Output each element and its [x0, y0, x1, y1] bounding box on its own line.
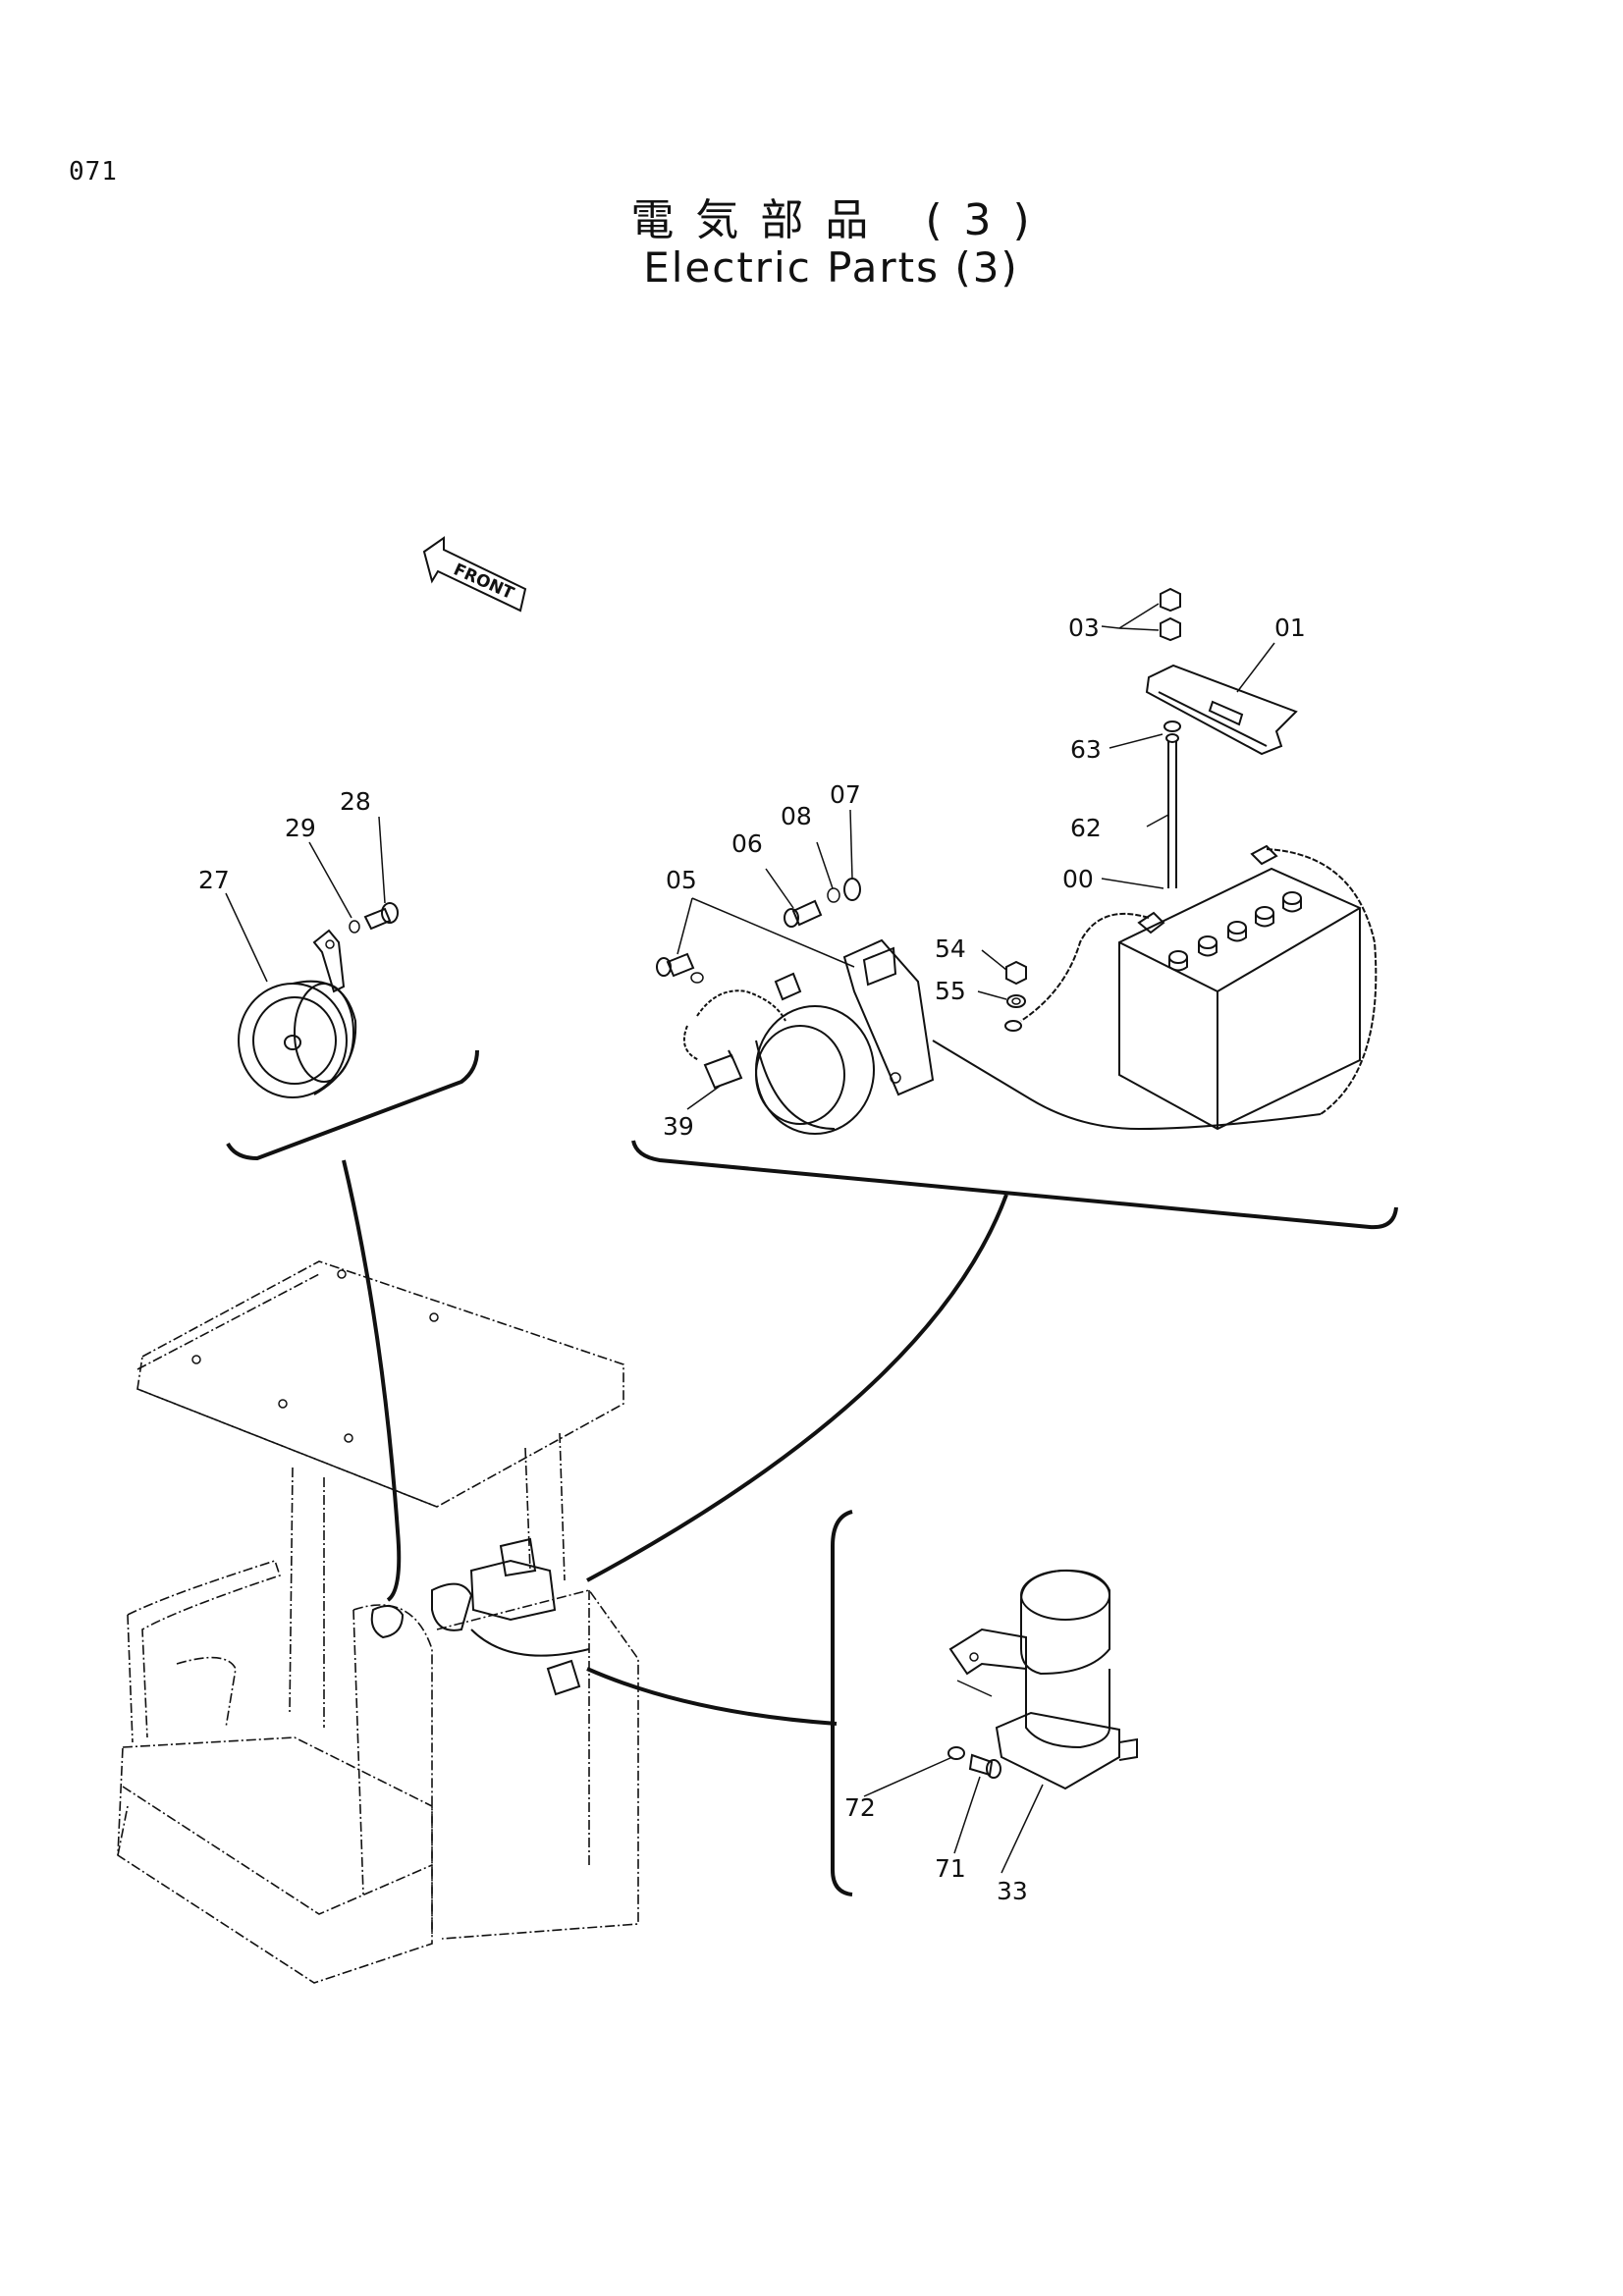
title-japanese: 電気部品 (3) [630, 195, 1052, 245]
callout-28: 28 [340, 787, 371, 816]
callout-labels: 03 01 63 62 00 54 55 07 08 06 05 39 28 2… [198, 614, 1306, 1905]
callout-03: 03 [1068, 614, 1100, 642]
callout-05: 05 [666, 866, 697, 894]
callout-54: 54 [935, 934, 966, 963]
callout-29: 29 [285, 814, 316, 842]
callout-72: 72 [844, 1793, 876, 1822]
front-label: FRONT [451, 560, 517, 604]
battery-caps [1168, 891, 1302, 972]
callout-27: 27 [198, 866, 230, 894]
horn-assembly [225, 816, 479, 1161]
horn-detail-leader [342, 1159, 402, 1602]
callout-06: 06 [731, 829, 763, 858]
callout-01: 01 [1274, 614, 1306, 642]
callout-39: 39 [663, 1112, 694, 1141]
callout-55: 55 [935, 977, 966, 1005]
callout-33: 33 [997, 1877, 1028, 1905]
machine-overview [117, 1260, 639, 1984]
callout-62: 62 [1070, 814, 1102, 842]
callout-08: 08 [781, 802, 812, 830]
callout-71: 71 [935, 1854, 966, 1883]
front-direction-arrow: FRONT [422, 536, 527, 613]
title-english: Electric Parts (3) [643, 243, 1019, 292]
page-number: 071 [69, 157, 118, 187]
solenoid-assembly [586, 1510, 1138, 1896]
callout-00: 00 [1062, 865, 1094, 893]
battery-detail-leader [586, 1194, 1008, 1582]
callout-63: 63 [1070, 735, 1102, 764]
callout-07: 07 [830, 780, 861, 809]
battery-assembly [631, 587, 1398, 1230]
